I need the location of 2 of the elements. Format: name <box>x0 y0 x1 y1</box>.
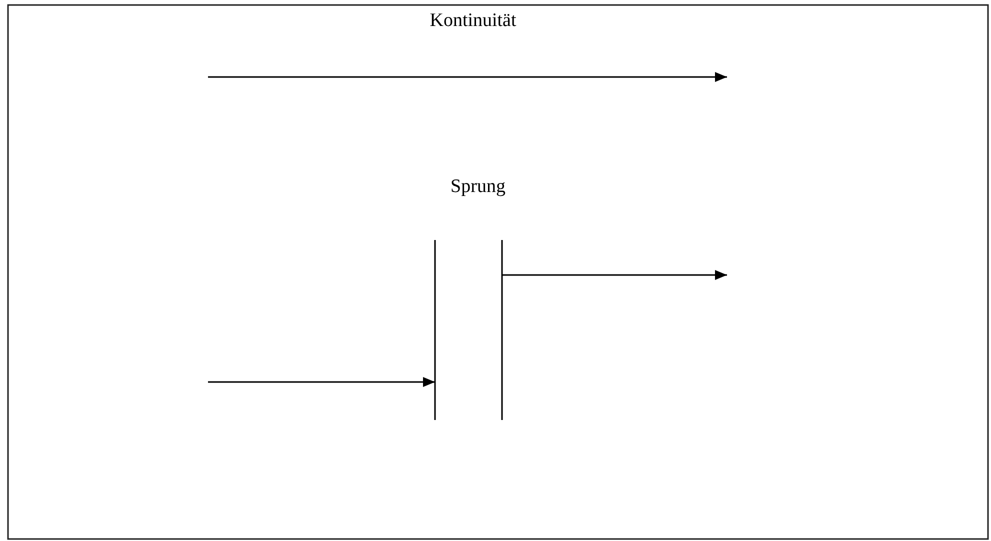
heading-label: Sprung <box>450 176 506 198</box>
heading-label: Kontinuität <box>430 10 516 32</box>
